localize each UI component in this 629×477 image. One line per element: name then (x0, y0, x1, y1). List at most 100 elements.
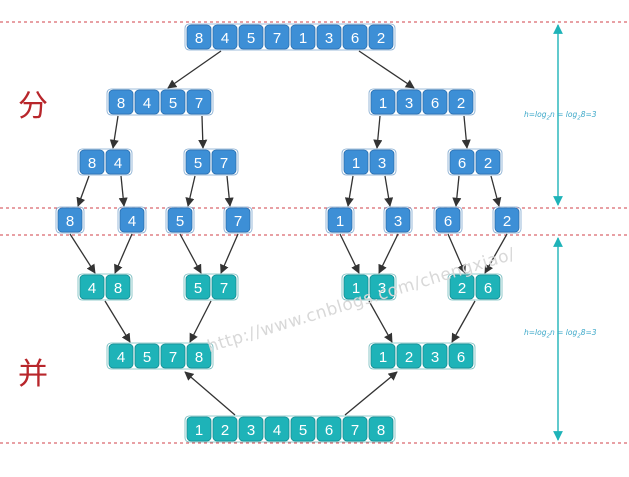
number-cell-box (160, 343, 186, 369)
number-cell-value: 3 (394, 213, 402, 230)
number-cell: 8 (186, 24, 212, 50)
number-cell-value: 4 (88, 280, 96, 297)
group-frame (184, 415, 396, 443)
number-cell-value: 6 (431, 95, 439, 112)
number-cell: 8 (368, 416, 394, 442)
merge-arrow (484, 233, 508, 274)
number-cell: 2 (475, 149, 501, 175)
number-cell-value: 7 (195, 95, 203, 112)
number-cell: 1 (343, 274, 369, 300)
number-cell-box (211, 274, 237, 300)
group-frame (106, 342, 214, 370)
height-note-suffix: 8=3 (580, 110, 597, 119)
number-cell-value: 3 (378, 280, 386, 297)
number-cell: 4 (119, 207, 145, 233)
split-arrow (109, 115, 119, 149)
number-cell: 2 (448, 89, 474, 115)
merge-arrow (339, 233, 360, 274)
number-cell: 3 (316, 24, 342, 50)
number-cell-value: 8 (66, 213, 74, 230)
number-cell-value: 5 (299, 422, 307, 439)
number-cell-value: 8 (117, 95, 125, 112)
number-cell-box (79, 274, 105, 300)
number-cell-value: 6 (444, 213, 452, 230)
split-height-note: h=log2n = log28=3 (524, 110, 597, 122)
number-cell: 1 (186, 416, 212, 442)
number-cell-box (396, 89, 422, 115)
number-cell-box (185, 274, 211, 300)
final-merge-arrow (344, 371, 398, 416)
number-cell-value: 5 (143, 349, 151, 366)
number-cell-value: 1 (379, 349, 387, 366)
number-cell-value: 1 (299, 30, 307, 47)
merge-arrow (114, 233, 133, 274)
number-cell: 1 (343, 149, 369, 175)
number-cell-value: 6 (458, 155, 466, 172)
height-note-sub: 2 (577, 333, 581, 340)
split-arrow (490, 175, 502, 207)
height-note-sub: 2 (577, 115, 581, 122)
number-cell-value: 3 (405, 95, 413, 112)
number-cell-box (435, 207, 461, 233)
number-cell: 8 (186, 343, 212, 369)
number-cell-value: 8 (88, 155, 96, 172)
number-cell-value: 5 (194, 280, 202, 297)
number-cell-value: 2 (377, 30, 385, 47)
number-cell-value: 6 (484, 280, 492, 297)
group-frame (106, 88, 214, 116)
number-cell-value: 8 (195, 349, 203, 366)
number-cell: 5 (185, 149, 211, 175)
number-cell-value: 7 (234, 213, 242, 230)
merge-phase-label: 并 (18, 357, 48, 392)
number-cell-value: 3 (247, 422, 255, 439)
number-cell-box (238, 24, 264, 50)
number-cell-box (316, 416, 342, 442)
number-cell: 6 (435, 207, 461, 233)
number-cell: 7 (160, 343, 186, 369)
merge-height-note: h=log2n = log28=3 (524, 328, 597, 340)
number-cell: 3 (385, 207, 411, 233)
number-cell-value: 1 (352, 280, 360, 297)
number-cell-box (186, 24, 212, 50)
number-cell-box (370, 89, 396, 115)
number-cell-value: 2 (484, 155, 492, 172)
number-cell-value: 1 (352, 155, 360, 172)
number-cell-box (290, 416, 316, 442)
split-arrow (167, 50, 222, 89)
number-cell: 8 (79, 149, 105, 175)
number-cell-box (448, 89, 474, 115)
number-cell-box (422, 343, 448, 369)
number-cell-box (370, 343, 396, 369)
number-cell-value: 4 (221, 30, 229, 47)
split-arrow (224, 175, 234, 207)
split-arrow (185, 175, 196, 207)
number-cell-box (225, 207, 251, 233)
split-arrow (373, 115, 383, 149)
number-cell: 3 (238, 416, 264, 442)
number-cell: 3 (369, 274, 395, 300)
number-cell: 5 (290, 416, 316, 442)
number-cell-box (119, 207, 145, 233)
number-cell-box (369, 274, 395, 300)
number-cell-box (212, 24, 238, 50)
merge-arrow (179, 233, 202, 274)
number-cell: 4 (264, 416, 290, 442)
number-cell-value: 7 (351, 422, 359, 439)
number-cell: 7 (211, 149, 237, 175)
split-arrow (344, 175, 354, 207)
number-cell-value: 7 (169, 349, 177, 366)
number-cell: 5 (185, 274, 211, 300)
number-cell-box (343, 274, 369, 300)
number-cell-box (212, 416, 238, 442)
number-cell: 1 (327, 207, 353, 233)
number-cell-box (368, 24, 394, 50)
number-cell: 7 (264, 24, 290, 50)
number-cell-value: 2 (458, 280, 466, 297)
split-group: 6 (433, 206, 463, 234)
number-cell: 6 (448, 343, 474, 369)
